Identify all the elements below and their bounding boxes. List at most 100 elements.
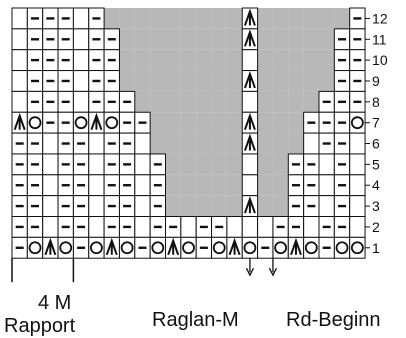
- no-stitch-cell: [303, 91, 319, 113]
- no-stitch-cell: [226, 49, 243, 71]
- no-stitch-cell: [257, 28, 273, 50]
- raglan-stitch-label: Raglan-M: [152, 309, 239, 331]
- no-stitch-cell: [319, 49, 335, 71]
- no-stitch-cell: [165, 153, 181, 175]
- no-stitch-cell: [288, 49, 304, 71]
- no-stitch-cell: [180, 91, 197, 113]
- yarn-over-symbol: [182, 241, 195, 255]
- round-start-arrow-head: [268, 267, 278, 277]
- stitch-cell: [72, 90, 90, 113]
- no-stitch-cell: [196, 8, 212, 29]
- stitch-cell: [42, 174, 59, 197]
- row-number: 10: [372, 52, 388, 68]
- no-stitch-cell: [211, 28, 227, 50]
- no-stitch-cell: [150, 133, 166, 154]
- yarn-over-symbol: [350, 116, 364, 130]
- yarn-over-symbol: [28, 241, 42, 255]
- yarn-over-symbol: [74, 116, 88, 130]
- row-number: 5: [372, 156, 380, 172]
- no-stitch-cell: [165, 112, 181, 134]
- no-stitch-cell: [272, 174, 289, 196]
- row-number: 2: [372, 219, 380, 235]
- no-stitch-cell: [196, 153, 212, 175]
- yarn-over-symbol: [335, 241, 349, 255]
- yarn-over-symbol: [243, 241, 257, 255]
- round-start-label: Rd-Beginn: [286, 309, 381, 331]
- stitch-cell: [226, 216, 243, 238]
- no-stitch-cell: [288, 8, 304, 29]
- no-stitch-cell: [257, 112, 273, 134]
- no-stitch-cell: [211, 112, 227, 134]
- no-stitch-cell: [226, 195, 243, 217]
- stitch-cell: [42, 153, 59, 176]
- row-number: 1: [372, 240, 380, 256]
- no-stitch-cell: [196, 49, 212, 71]
- no-stitch-cell: [272, 49, 289, 71]
- no-stitch-cell: [180, 49, 197, 71]
- no-stitch-cell: [134, 28, 151, 50]
- stitch-cell: [241, 153, 259, 176]
- no-stitch-cell: [180, 153, 197, 175]
- no-stitch-cell: [226, 91, 243, 113]
- stitch-cell: [318, 195, 335, 217]
- stitch-cell: [349, 216, 366, 238]
- stitch-cell: [241, 90, 259, 113]
- no-stitch-cell: [226, 153, 243, 175]
- no-stitch-cell: [272, 28, 289, 50]
- stitch-cell: [88, 195, 105, 217]
- no-stitch-cell: [211, 174, 227, 196]
- no-stitch-cell: [196, 133, 212, 154]
- no-stitch-cell: [257, 49, 273, 71]
- no-stitch-cell: [272, 91, 289, 113]
- no-stitch-cell: [319, 8, 335, 29]
- no-stitch-cell: [272, 195, 289, 217]
- no-stitch-cell: [165, 133, 181, 154]
- stitch-cell: [72, 49, 90, 72]
- row-number: 8: [372, 94, 380, 110]
- stitch-cell: [88, 174, 105, 197]
- no-stitch-cell: [211, 49, 227, 71]
- no-stitch-cell: [104, 8, 120, 29]
- no-stitch-cell: [134, 49, 151, 71]
- no-stitch-cell: [196, 70, 212, 92]
- central-double-decrease-symbol: [243, 133, 256, 151]
- central-double-decrease-symbol: [167, 237, 180, 256]
- stitch-cell: [72, 28, 90, 51]
- no-stitch-cell: [119, 8, 135, 29]
- chart-grid: [11, 7, 366, 259]
- no-stitch-cell: [180, 195, 197, 217]
- stitch-cell: [349, 132, 366, 155]
- stitch-cell: [349, 153, 366, 176]
- no-stitch-cell: [150, 112, 166, 134]
- stitch-cell: [134, 174, 151, 197]
- no-stitch-cell: [165, 91, 181, 113]
- no-stitch-cell: [180, 70, 197, 92]
- row-number: 7: [372, 115, 380, 131]
- stitch-cell: [11, 70, 28, 92]
- stitch-cell: [303, 216, 320, 238]
- no-stitch-cell: [288, 133, 304, 154]
- raglan-arrow-head: [245, 267, 255, 277]
- stitch-cell: [88, 153, 105, 176]
- no-stitch-cell: [226, 174, 243, 196]
- central-double-decrease-symbol: [90, 112, 103, 131]
- rapport-label: Rapport: [4, 315, 76, 337]
- yarn-over-symbol: [350, 241, 364, 255]
- no-stitch-cell: [211, 8, 227, 29]
- no-stitch-cell: [180, 174, 197, 196]
- row-number: 12: [372, 10, 388, 26]
- stitch-cell: [303, 132, 320, 155]
- yarn-over-symbol: [105, 116, 119, 130]
- no-stitch-cell: [165, 8, 181, 29]
- no-stitch-cell: [165, 195, 181, 217]
- no-stitch-cell: [272, 133, 289, 154]
- stitch-cell: [11, 28, 28, 51]
- row-number: 9: [372, 73, 380, 89]
- stitch-cell: [11, 7, 28, 30]
- no-stitch-cell: [211, 195, 227, 217]
- row-number: 3: [372, 198, 380, 214]
- yarn-over-symbol: [59, 241, 73, 255]
- no-stitch-cell: [272, 153, 289, 175]
- no-stitch-cell: [150, 91, 166, 113]
